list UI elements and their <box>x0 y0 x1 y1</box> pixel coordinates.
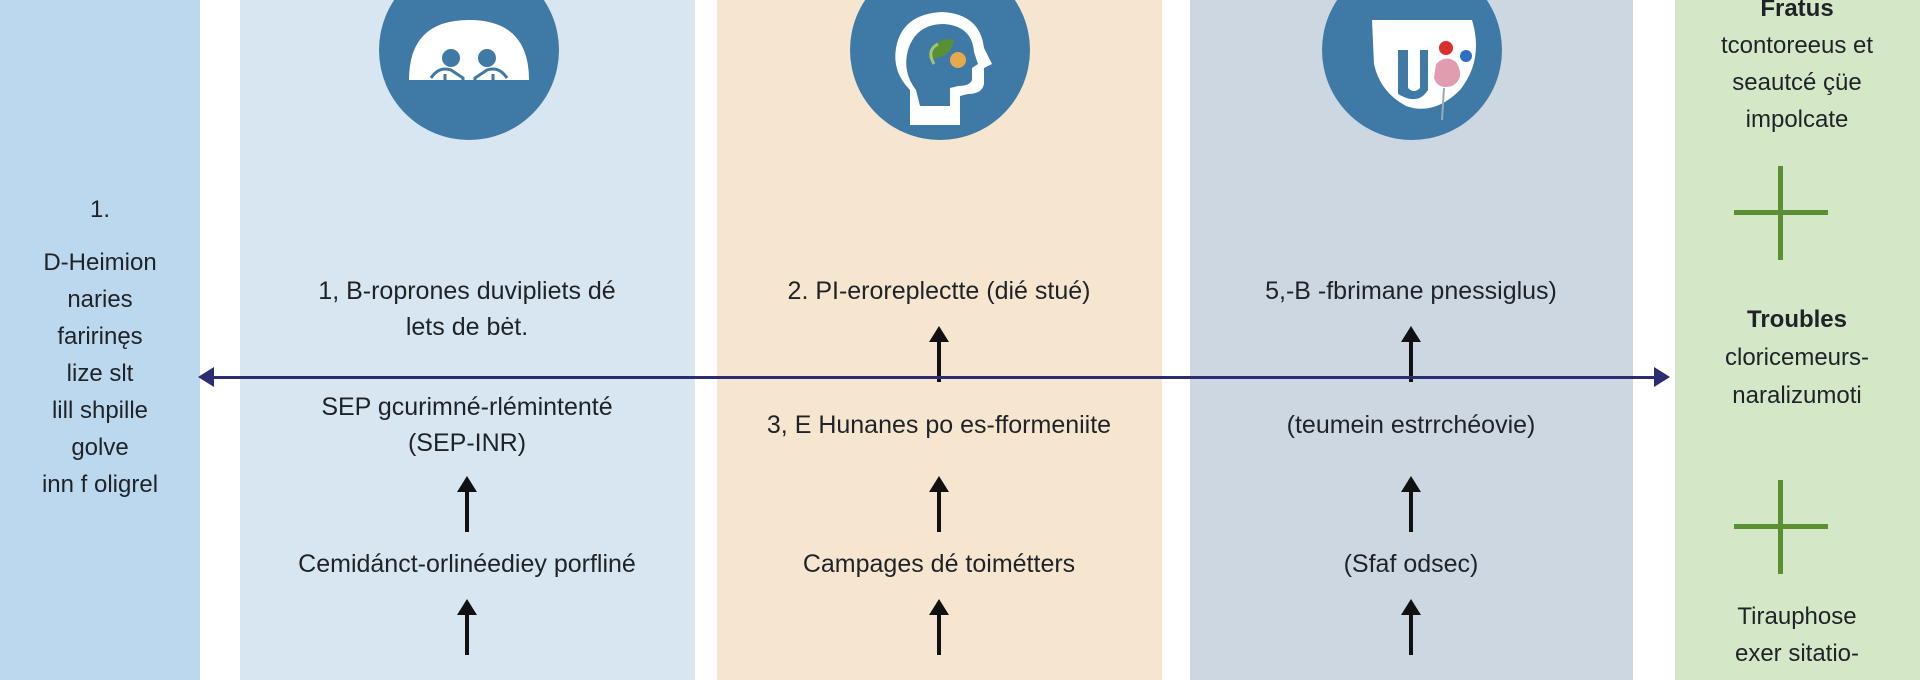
right-mid-line: Troubles <box>1746 306 1848 333</box>
left-panel <box>0 0 200 680</box>
ear-brain-icon <box>1322 0 1502 140</box>
col1-mid-line: SEP gcurimné-rlémintenté <box>321 393 613 421</box>
right-bottom-line: exer sitatio- <box>1734 640 1860 667</box>
col1-top-line: 1, B-roprones duvipliets dé <box>318 277 616 305</box>
right-panel <box>1675 0 1920 680</box>
right-top-line: seautcé çüe <box>1732 69 1862 96</box>
right-mid-line: cloricemeurs- <box>1724 344 1870 371</box>
col1-top-line: lets de bėt. <box>405 313 529 341</box>
right-top-line: tcontoreeus et <box>1720 32 1874 59</box>
right-top-line: Fratus <box>1760 0 1834 22</box>
left-line: lize slt <box>66 360 134 387</box>
left-line: faririnęs <box>57 323 143 350</box>
timeline-right-arrowhead <box>1654 367 1670 387</box>
timeline-line <box>205 376 1660 379</box>
left-line: D-Heimion <box>43 249 157 276</box>
left-line: lill shpille <box>51 397 149 424</box>
left-line: naries <box>67 286 133 313</box>
up-arrow <box>457 476 477 532</box>
col1-mid-line: (SEP-INR) <box>407 429 527 457</box>
up-arrow <box>1401 476 1421 532</box>
up-arrow <box>929 476 949 532</box>
right-top-line: impolcate <box>1745 106 1849 133</box>
col2-mid-text: 3, E Hunanes po es-fformeniite <box>766 411 1112 439</box>
faces-icon <box>379 0 559 140</box>
plus-icon <box>1734 480 1828 574</box>
col1-bottom-text: Cemidánct-orlinéediey porfliné <box>298 550 636 578</box>
col3-bottom-text: (Sfaf odsec) <box>1343 550 1479 578</box>
right-mid-line: naralizumoti <box>1732 382 1862 409</box>
up-arrow <box>1401 326 1421 382</box>
col3-top-text: 5,-B -fbrimane pnessiglus) <box>1265 277 1557 305</box>
plus-icon <box>1734 166 1828 260</box>
right-bottom-line: Tirauphose <box>1737 603 1857 630</box>
col2-top-text: 2. PI-eroreplectte (dié stué) <box>787 277 1091 305</box>
left-line: inn f oligrel <box>41 471 159 498</box>
up-arrow <box>457 599 477 655</box>
left-line: golve <box>71 434 129 461</box>
up-arrow <box>929 599 949 655</box>
col3-mid-text: (teumein estrrchéovie) <box>1286 411 1536 439</box>
timeline-left-arrowhead <box>198 367 214 387</box>
col2-bottom-text: Campages dé toimétters <box>802 550 1076 578</box>
up-arrow <box>1401 599 1421 655</box>
head-leaf-icon <box>850 0 1030 140</box>
up-arrow <box>929 326 949 382</box>
left-number: 1. <box>89 196 111 223</box>
